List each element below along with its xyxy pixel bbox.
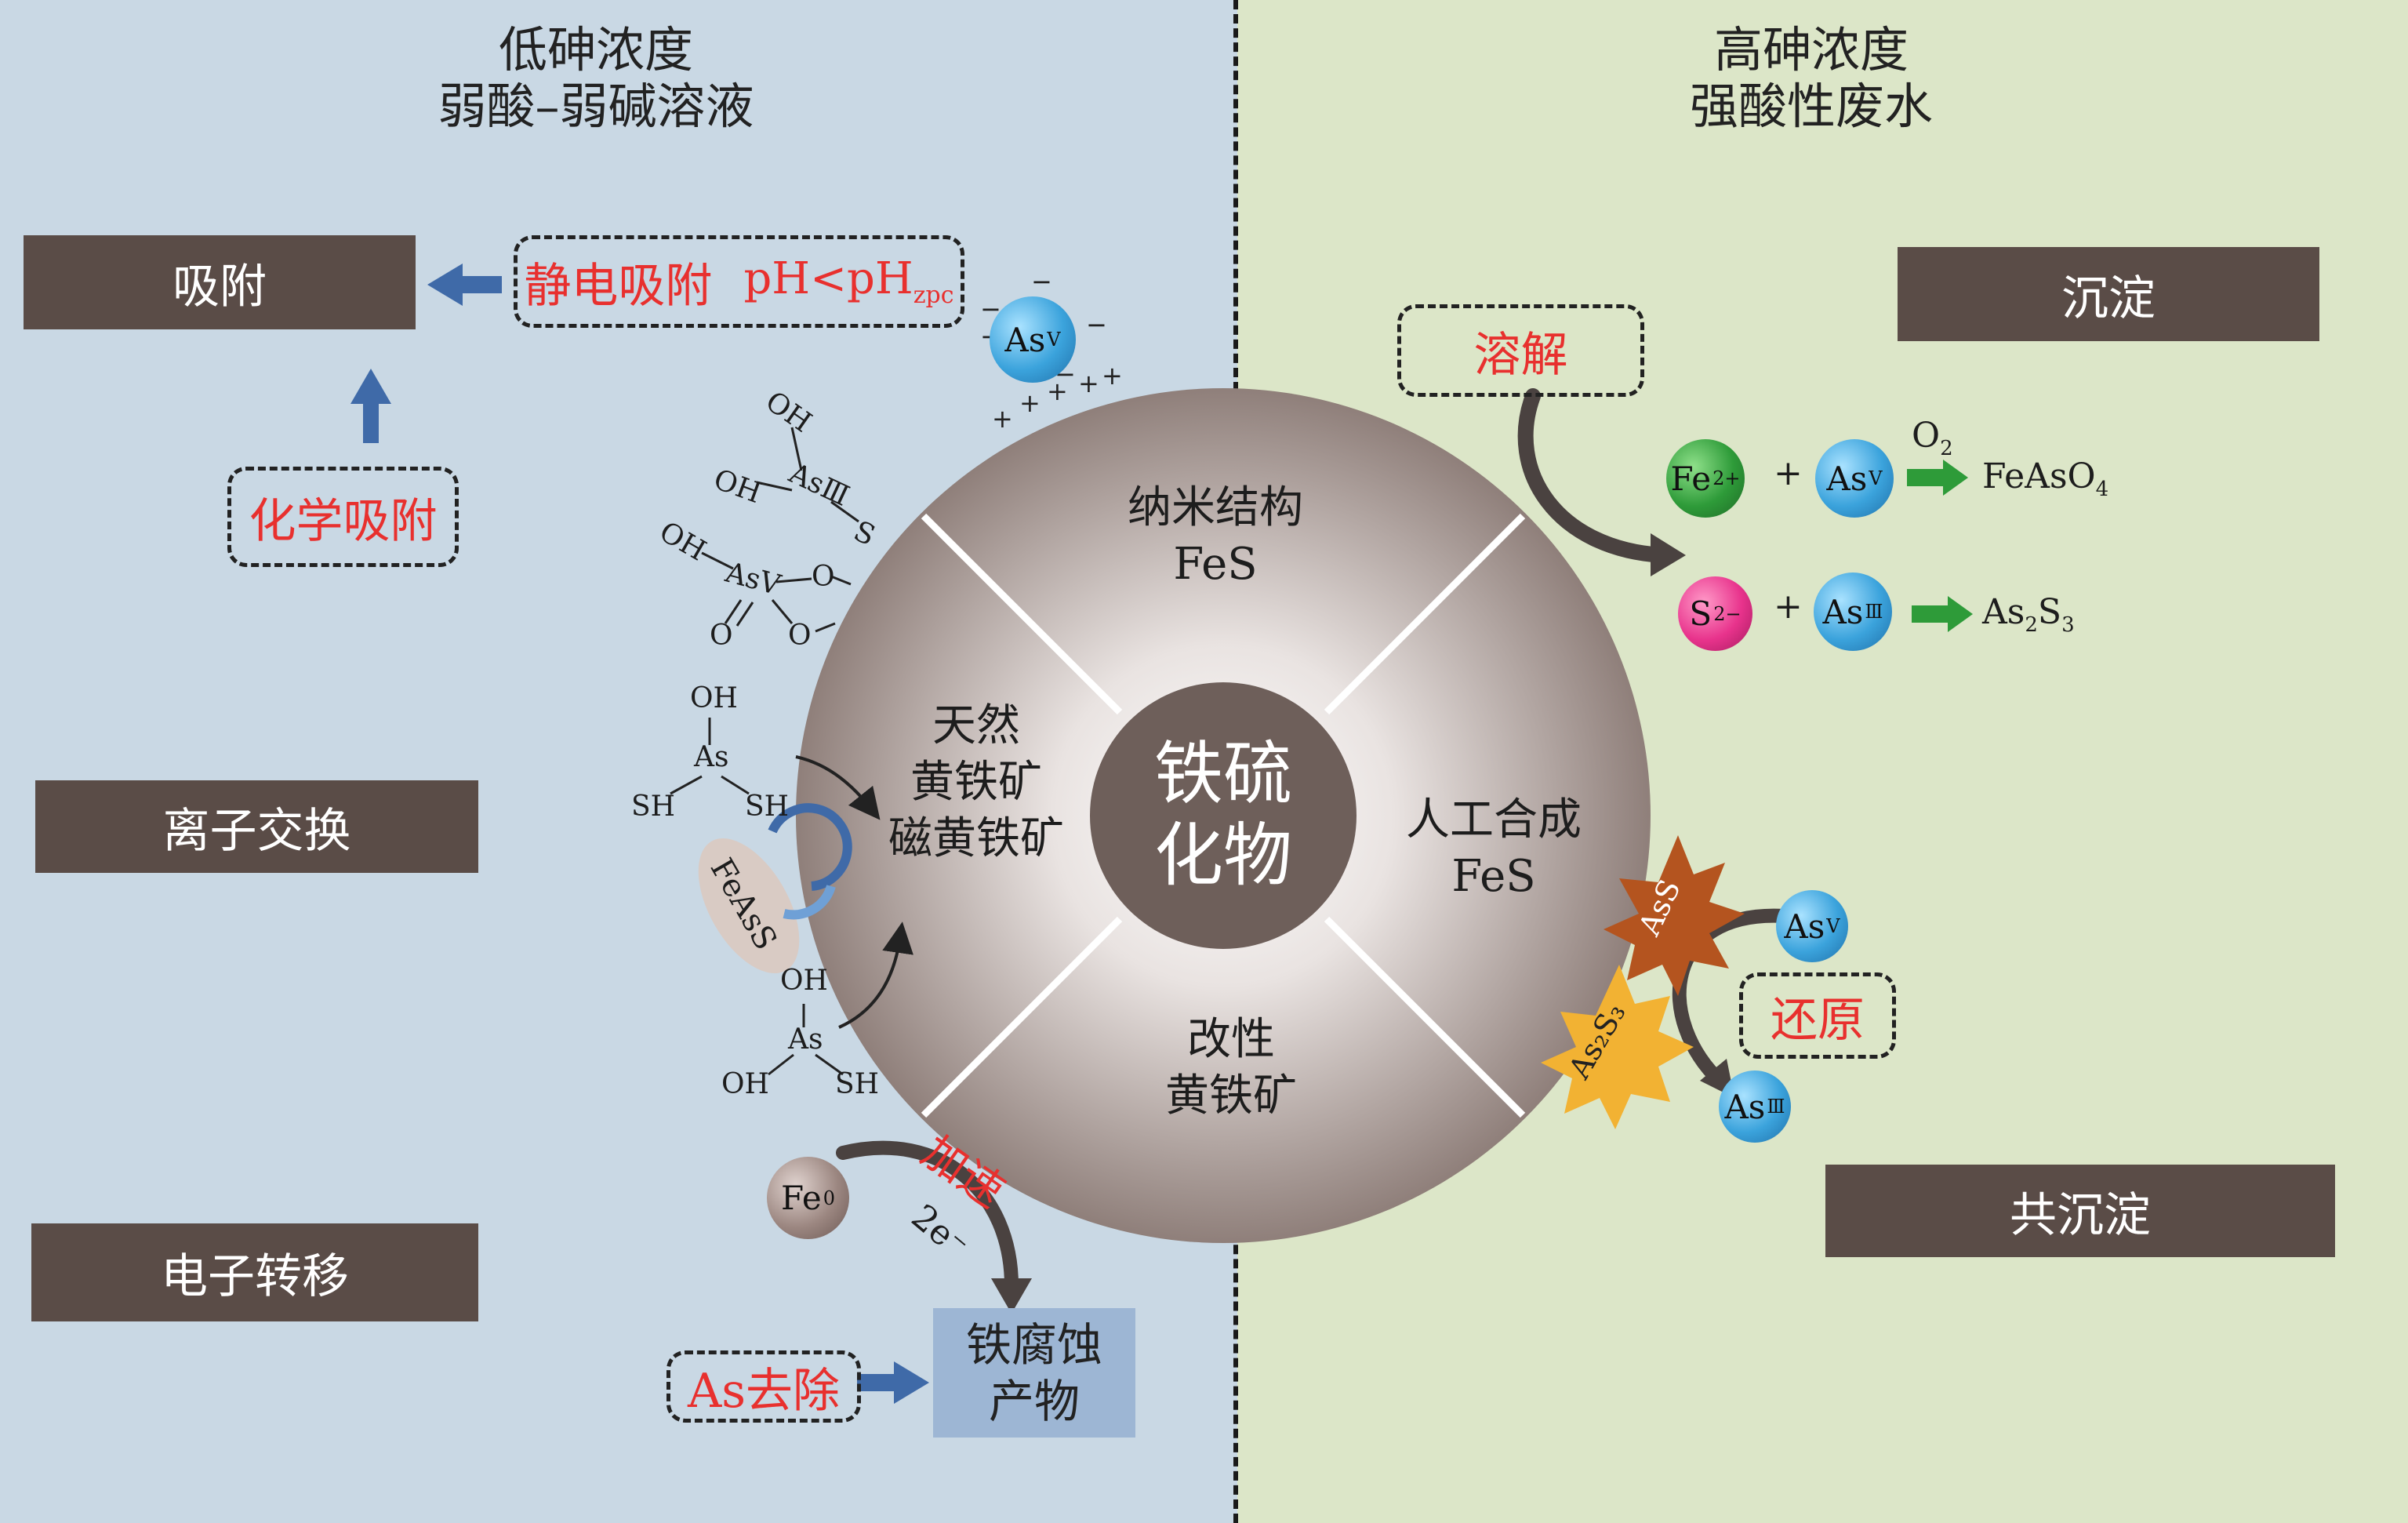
wheel-divider-ne xyxy=(1324,513,1526,715)
arrow-electrostatic-to-adsorption xyxy=(427,264,502,306)
wheel-center xyxy=(1090,682,1357,949)
dissolution-box: 溶解 xyxy=(1397,304,1644,397)
feaso4-product: FeAsO4 xyxy=(1982,456,2109,501)
exchange-cycle-icon xyxy=(768,803,852,891)
feass-ellipse xyxy=(698,838,800,973)
dissolution-label: 溶解 xyxy=(1473,327,1568,383)
precipitation-label: 沉淀 xyxy=(2061,271,2156,326)
left-header-line1: 低砷浓度 xyxy=(498,21,693,78)
right-header: 高砷浓度 强酸性废水 xyxy=(1607,22,2015,135)
svg-text:+: + xyxy=(1019,388,1041,418)
ass-star xyxy=(1604,835,1745,996)
chemisorption-box: 化学吸附 xyxy=(227,467,459,567)
plus-sign-1: + xyxy=(1774,453,1803,493)
svg-text:+: + xyxy=(1047,376,1068,406)
struct-oh-5: OH xyxy=(780,965,828,997)
arrow-chemisorption-to-adsorption xyxy=(350,369,391,443)
svg-text:+: + xyxy=(1078,369,1099,398)
arrow-as2s3 xyxy=(1912,596,1973,632)
ion-exchange-label: 离子交换 xyxy=(162,803,351,859)
svg-text:+: + xyxy=(1102,361,1123,391)
struct-o-1: O xyxy=(812,561,835,593)
electrostatic-label: 静电吸附 xyxy=(524,258,713,314)
o2-label: O2 xyxy=(1912,416,1953,460)
arrow-ion-exchange-2 xyxy=(838,921,913,1029)
arrow-ion-exchange-1 xyxy=(795,755,881,820)
as3-structure-bonds xyxy=(756,427,859,523)
right-header-line2: 强酸性废水 xyxy=(1689,78,1933,135)
corrosion-products-box: 铁腐蚀 产物 xyxy=(933,1308,1135,1438)
adsorption-label: 吸附 xyxy=(173,259,267,314)
svg-text:−: − xyxy=(1031,267,1052,296)
wheel-top-label: 纳米结构 FeS xyxy=(1128,482,1303,590)
wheel-right-label: 人工合成 FeS xyxy=(1406,794,1582,902)
struct-sh-2: SH xyxy=(745,791,790,823)
ph-condition-label: pH<pHzpc xyxy=(743,253,954,310)
electron-transfer-label: 电子转移 xyxy=(161,1249,349,1304)
as2s3-product: As2S3 xyxy=(1982,592,2075,637)
svg-text:+: + xyxy=(992,404,1013,434)
right-header-line1: 高砷浓度 xyxy=(1713,21,1909,78)
struct-oh-4: OH xyxy=(690,682,738,714)
wheel-divider-nw xyxy=(921,513,1123,715)
struct-as-1: As xyxy=(694,741,729,773)
corrosion-products-line2: 产物 xyxy=(988,1374,1080,1428)
arrow-removal-to-products xyxy=(857,1361,929,1404)
wheel-center-label: 铁硫 化物 xyxy=(1153,733,1292,896)
ion-exchange-box: 离子交换 xyxy=(35,780,478,873)
corrosion-products-line1: 铁腐蚀 xyxy=(965,1318,1102,1372)
adsorption-box: 吸附 xyxy=(24,235,416,329)
arrow-electron-transfer xyxy=(836,1140,1019,1293)
wheel-divider-sw xyxy=(921,916,1123,1118)
reduction-box: 还原 xyxy=(1739,972,1896,1059)
electrostatic-box: 静电吸附 pH<pHzpc xyxy=(514,235,964,328)
svg-text:−: − xyxy=(1086,310,1107,340)
wheel-bottom-label: 改性 黄铁矿 xyxy=(1165,1014,1297,1121)
plus-sign-2: + xyxy=(1774,587,1803,627)
precipitation-box: 沉淀 xyxy=(1898,247,2319,341)
reduction-label: 还原 xyxy=(1771,992,1865,1048)
coprecipitation-box: 共沉淀 xyxy=(1825,1165,2335,1257)
arrow-dissolution xyxy=(1517,388,1670,563)
struct-as-2: As xyxy=(788,1023,823,1056)
chemisorption-label: 化学吸附 xyxy=(249,493,438,549)
as-removal-box: As去除 xyxy=(666,1350,861,1423)
as-sh-structure-bonds xyxy=(670,718,844,1076)
struct-oh-6: OH xyxy=(721,1068,769,1100)
wheel-left-label: 天然 黄铁矿 磁黄铁矿 xyxy=(888,700,1064,864)
as-removal-label: As去除 xyxy=(687,1363,841,1419)
electron-transfer-box: 电子转移 xyxy=(31,1223,478,1321)
left-header: 低砷浓度 弱酸–弱碱溶液 xyxy=(376,22,815,135)
as5-structure-bonds xyxy=(701,551,852,633)
left-header-line2: 弱酸–弱碱溶液 xyxy=(438,78,754,135)
wheel-divider-se xyxy=(1324,916,1526,1118)
arrow-feaso4 xyxy=(1907,460,1968,496)
as2s3-star xyxy=(1541,965,1694,1129)
struct-o-3: O xyxy=(788,620,812,652)
struct-sh-1: SH xyxy=(631,791,676,823)
struct-sh-3: SH xyxy=(835,1068,880,1100)
coprecipitation-label: 共沉淀 xyxy=(2010,1187,2151,1243)
struct-o-2: O xyxy=(710,620,733,652)
